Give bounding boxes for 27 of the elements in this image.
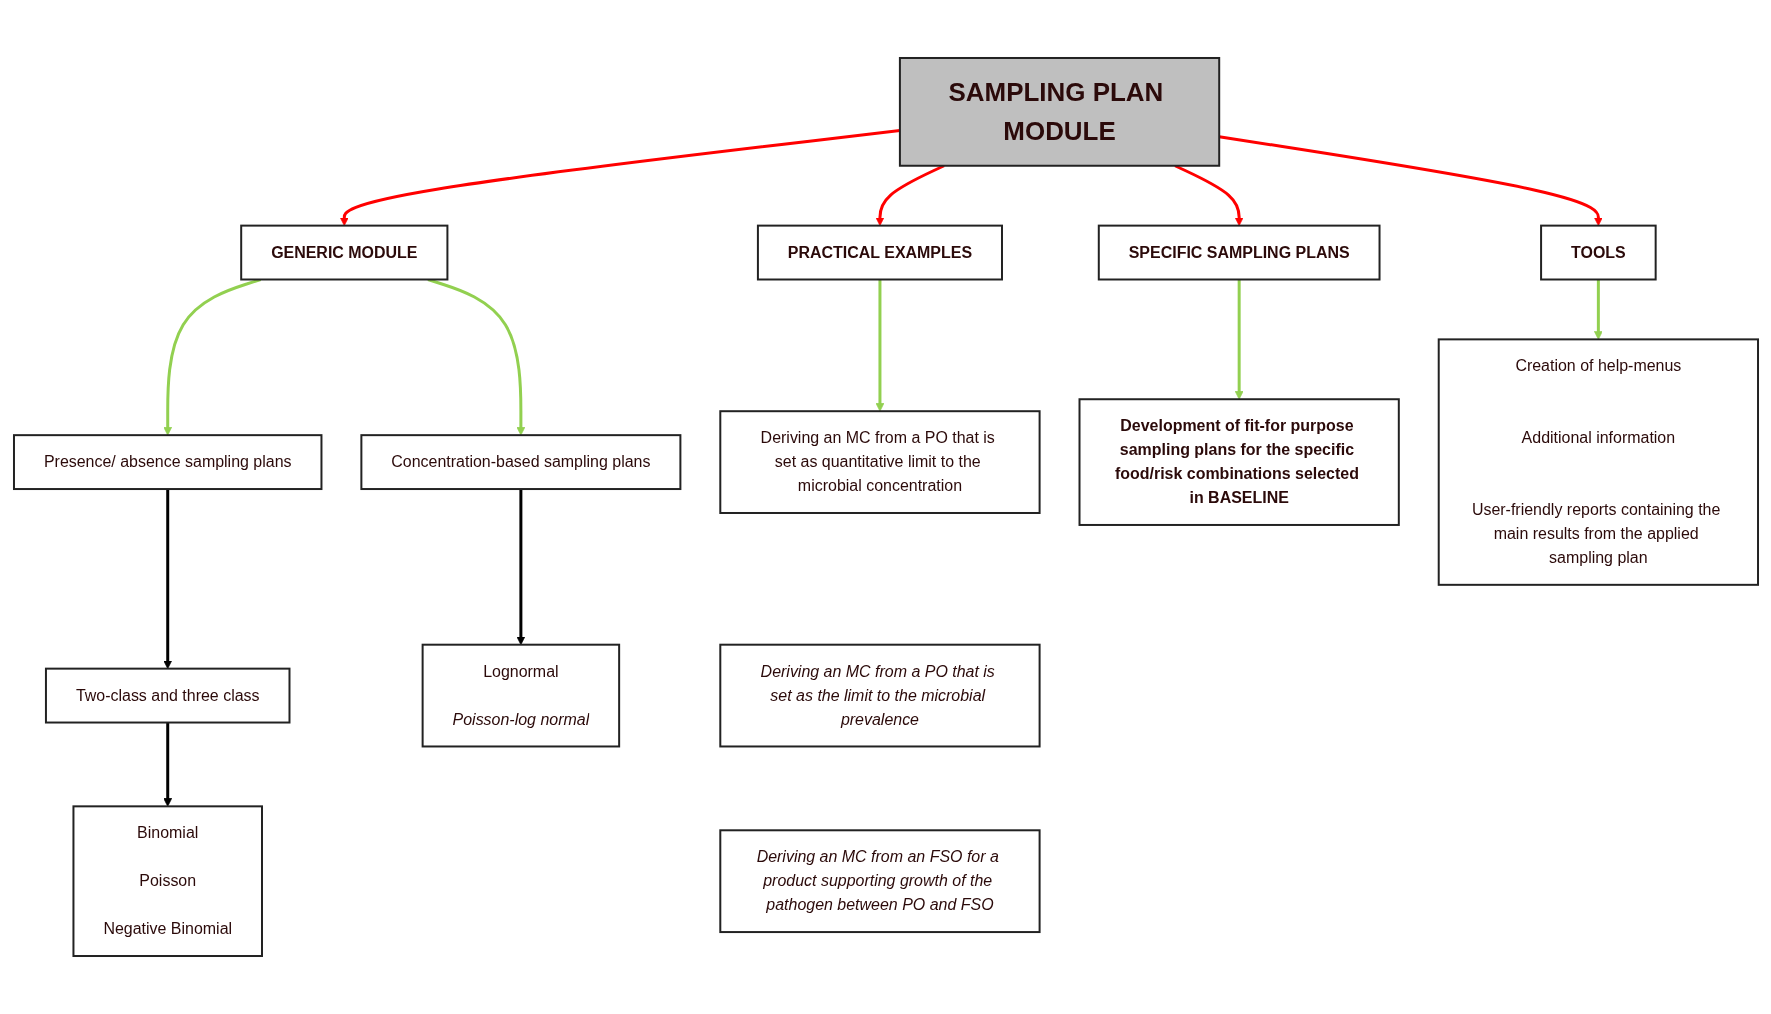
node-box: Deriving an MC from an FSO for a product supporting growth of the pathogen between PO and FSO bbox=[718, 829, 1041, 934]
arrow bbox=[162, 278, 261, 436]
node-box: Binomial Poisson Negative Binomial bbox=[71, 805, 263, 957]
node-box: Deriving an MC from a PO that is set as the limit to the microbial prevalence bbox=[718, 643, 1041, 748]
node-box: Presence/ absence sampling plans bbox=[12, 434, 322, 491]
node-box: Concentration-based sampling plans bbox=[359, 434, 681, 491]
arrow bbox=[162, 489, 172, 670]
node-box: Creation of help-menus Additional information User-friendly reports containing the main results from the applied sampling plan bbox=[1437, 338, 1759, 586]
arrow bbox=[162, 722, 172, 807]
node-box: GENERIC MODULE bbox=[239, 224, 448, 281]
node-box: Lognormal Poisson-log normal bbox=[421, 643, 620, 748]
arrow bbox=[516, 489, 525, 646]
node-box: TOOLS bbox=[1539, 224, 1657, 281]
node-box: Deriving an MC from a PO that is set as quantitative limit to the microbial concentration bbox=[718, 410, 1041, 514]
node-box: Development of fit-for purpose sampling plans for the specific food/risk combinations selected in BASELINE bbox=[1078, 398, 1400, 526]
arrow bbox=[1218, 135, 1603, 226]
arrow bbox=[339, 129, 900, 226]
arrow bbox=[875, 164, 945, 226]
arrow bbox=[1173, 164, 1244, 226]
arrow bbox=[1593, 279, 1603, 340]
node-box: Two-class and three class bbox=[44, 667, 290, 724]
node-box: SAMPLING PLAN MODULE bbox=[898, 57, 1220, 167]
node-box: PRACTICAL EXAMPLES bbox=[756, 224, 1003, 281]
arrow bbox=[427, 278, 525, 436]
arrow bbox=[875, 279, 884, 412]
node-box: SPECIFIC SAMPLING PLANS bbox=[1097, 224, 1381, 281]
arrow bbox=[1234, 279, 1244, 400]
